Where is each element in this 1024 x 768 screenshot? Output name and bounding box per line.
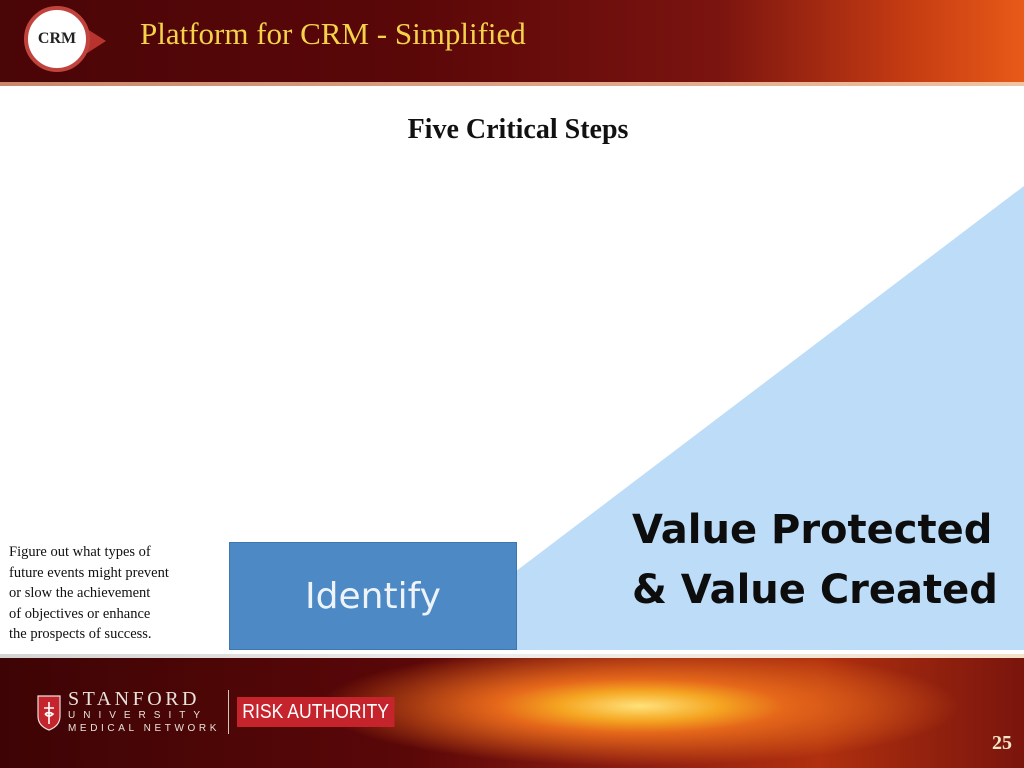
logo-stanford-text: STANFORD	[68, 688, 200, 710]
logo-divider	[227, 690, 229, 734]
logo-medical-network-text: MEDICAL NETWORK	[68, 723, 220, 734]
stanford-seal-icon	[37, 695, 61, 731]
footer-band: STANFORD UNIVERSITY MEDICAL NETWORK RISK…	[0, 658, 1024, 768]
step-identify-box: Identify	[229, 542, 517, 650]
section-subtitle: Five Critical Steps	[407, 114, 629, 145]
description-line: of objectives or enhance	[9, 605, 151, 622]
value-triangle-shape	[412, 186, 1024, 650]
description-line: future events might prevent	[9, 564, 169, 581]
description-line: or slow the achievement	[9, 585, 151, 601]
value-line: Value Protected	[632, 507, 993, 553]
header-divider	[0, 82, 1024, 86]
step-description: Figure out what types of future events m…	[9, 542, 229, 645]
page-number: 25	[992, 732, 1012, 754]
step-identify-label: Identify	[305, 575, 441, 617]
crm-badge: CRM	[22, 6, 112, 76]
header-band: CRM Platform for CRM - Simplified	[0, 0, 1024, 82]
risk-authority-badge: RISK AUTHORITY	[236, 697, 395, 727]
value-line: & Value Created	[632, 567, 998, 613]
footer-divider	[0, 654, 1024, 658]
stanford-risk-authority-logo: STANFORD UNIVERSITY MEDICAL NETWORK RISK…	[36, 688, 416, 736]
logo-university-text: UNIVERSITY	[68, 710, 209, 721]
value-statement: Value Protected & Value Created	[632, 500, 1012, 620]
stanford-wordmark: STANFORD UNIVERSITY MEDICAL NETWORK	[68, 689, 220, 735]
badge-label: CRM	[24, 6, 90, 72]
slide-title: Platform for CRM - Simplified	[140, 16, 526, 51]
description-line: Figure out what types of	[9, 544, 151, 560]
description-line: the prospects of success.	[9, 626, 152, 642]
